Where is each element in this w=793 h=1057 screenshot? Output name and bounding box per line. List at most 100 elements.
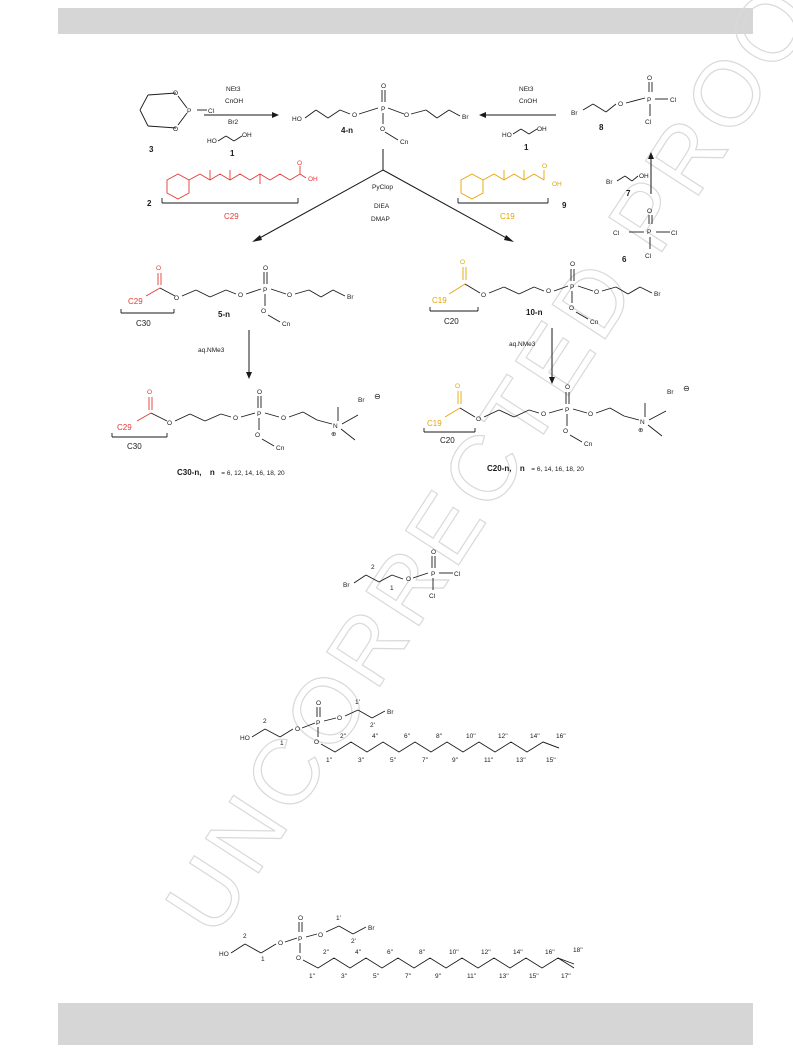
svg-text:P: P [565,407,569,414]
svg-text:1: 1 [390,585,394,592]
svg-text:Br: Br [387,709,394,716]
svg-text:Br2: Br2 [228,119,239,126]
svg-text:O: O [147,389,152,396]
compound-8-label: 8 [599,123,604,132]
svg-text:13'': 13'' [499,973,509,980]
compound-10n-label: 10-n [526,308,543,317]
svg-text:OH: OH [639,173,649,180]
svg-text:NEt3: NEt3 [226,86,241,93]
svg-text:O: O [455,383,460,390]
structure-bromoethyl-dichlorophosphate: Br 2 1 O P O Cl Cl [343,549,461,600]
compound-3-structure: O O P Cl 3 [139,90,215,154]
svg-text:O: O [281,415,286,422]
compound-3-label: 3 [149,145,154,154]
svg-text:O: O [647,208,652,215]
svg-text:Br: Br [571,110,578,117]
tag-c20-top: C20 [444,317,459,326]
structure-c16-phosphate: HO 2 1 O P O O 1' 2' Br O 2'' 4'' 6'' 8'… [240,699,566,764]
svg-text:HO: HO [219,951,229,958]
compound-8-structure: Br O P O Cl Cl 8 [571,75,677,132]
svg-text:Br: Br [347,294,354,301]
svg-text:11'': 11'' [484,757,493,764]
svg-text:P: P [298,936,302,943]
svg-text:O: O [255,432,260,439]
header-band [58,8,753,34]
svg-text:Cn: Cn [584,441,593,448]
svg-text:N: N [333,423,338,430]
svg-text:Br: Br [343,582,350,589]
svg-text:14'': 14'' [513,949,523,956]
svg-text:Br: Br [667,389,674,396]
tag-c19: C19 [500,212,515,221]
svg-text:Cn: Cn [400,139,409,146]
svg-text:2': 2' [370,722,375,729]
svg-text:3'': 3'' [358,757,364,764]
svg-text:2: 2 [263,718,267,725]
svg-text:4'': 4'' [372,733,378,740]
svg-text:NEt3: NEt3 [519,86,534,93]
svg-text:P: P [257,411,261,418]
svg-text:7'': 7'' [405,973,411,980]
svg-text:Br: Br [462,114,469,121]
svg-text:10'': 10'' [449,949,459,956]
compound-5n-label: 5-n [218,310,230,319]
product-c20n-structure: O C19 O O P O O N ⊕ Br ⊖ O Cn C20 [423,383,690,448]
svg-text:O: O [380,126,385,133]
svg-text:O: O [546,288,551,295]
svg-text:O: O [295,726,300,733]
svg-text:O: O [287,292,292,299]
svg-text:O: O [156,265,161,272]
svg-text:C19: C19 [432,296,447,305]
svg-text:Br: Br [654,291,661,298]
svg-text:O: O [588,411,593,418]
svg-text:PyClop: PyClop [372,184,393,191]
svg-text:15'': 15'' [529,973,539,980]
svg-text:O: O [296,955,301,962]
compound-6-label: 6 [622,255,627,264]
svg-text:P: P [431,571,435,578]
compound-2-label: 2 [147,199,152,208]
svg-text:1': 1' [355,699,360,706]
svg-text:Cl: Cl [454,571,461,578]
svg-text:OH: OH [308,176,318,183]
svg-text:O: O [481,292,486,299]
svg-text:5'': 5'' [390,757,396,764]
svg-text:14'': 14'' [530,733,540,740]
svg-text:16'': 16'' [556,733,566,740]
svg-text:HO: HO [292,116,302,123]
svg-text:CnOH: CnOH [225,98,243,105]
svg-text:2': 2' [351,938,356,945]
svg-text:O: O [570,261,575,268]
reaction-arrow-top-left: NEt3 CnOH Br2 HO OH 1 [204,86,279,158]
svg-text:6'': 6'' [387,949,393,956]
svg-text:18'': 18'' [573,947,583,954]
reaction-arrow-left-down: aq.NMe3 [198,330,252,379]
product-c30n-caption: C30-n, n = 6, 12, 14, 16, 18, 20 [177,462,285,479]
svg-text:O: O [297,160,302,167]
svg-text:⊕: ⊕ [331,431,336,438]
svg-text:P: P [316,720,320,727]
svg-text:O: O [318,932,323,939]
svg-text:C19: C19 [427,419,442,428]
svg-text:O: O [261,308,266,315]
svg-text:O: O [298,915,303,922]
product-c30n-structure: O C29 O O P O O N ⊕ Br ⊖ O Cn C30 [111,389,381,452]
svg-text:Cl: Cl [429,593,436,600]
svg-text:Cl: Cl [670,97,677,104]
svg-text:Cn: Cn [276,445,285,452]
svg-text:Br: Br [606,179,613,186]
svg-text:2'': 2'' [340,733,346,740]
svg-text:O: O [167,420,172,427]
structure-c18-phosphate: HO 2 1 O P O O 1' 2' Br O 2'' 4'' 6'' 8'… [219,915,583,980]
svg-text:P: P [570,284,574,291]
svg-text:O: O [174,295,179,302]
compound-7-label: 7 [626,189,631,198]
product-c20n-caption: C20-n, n = 6, 14, 16, 18, 20 [487,458,584,475]
svg-text:aq.NMe3: aq.NMe3 [198,347,225,354]
svg-text:O: O [542,163,547,170]
svg-text:O: O [337,715,342,722]
svg-text:O: O [406,576,411,583]
reaction-arrow-right-down: aq.NMe3 [509,328,555,384]
svg-text:O: O [460,259,465,266]
svg-text:1': 1' [336,915,341,922]
